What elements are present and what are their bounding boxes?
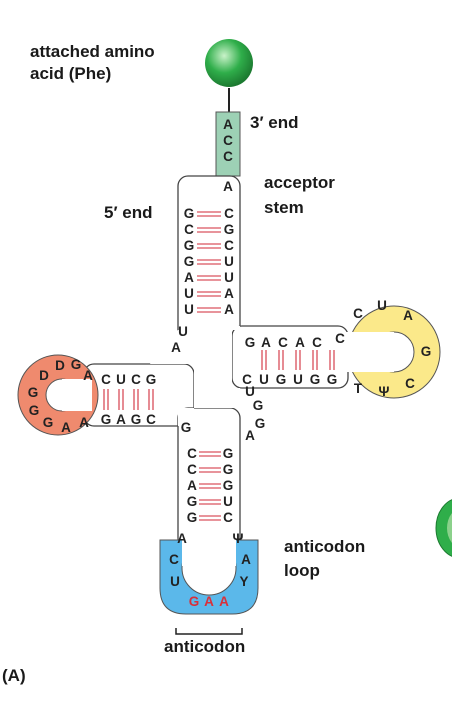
anticodon-loop	[159, 528, 259, 615]
nt-d-stem-3: C	[146, 412, 156, 427]
nt-acceptor-3: A	[224, 302, 234, 317]
label-amino-acid: attached amino	[30, 42, 155, 61]
nt-acceptor-3: C	[224, 206, 234, 221]
nt-acceptor-3: A	[224, 286, 234, 301]
nt-d-stem-5: C	[131, 372, 141, 387]
nt-t-stem-5: G	[276, 372, 287, 387]
nt-acceptor-tail: A	[223, 117, 233, 132]
nt-ac-loop: Y	[239, 574, 248, 589]
nt-t-stem-3: A	[295, 335, 305, 350]
panel-label: (A)	[2, 666, 26, 685]
nt-d-stem-3: G	[131, 412, 142, 427]
nt-acceptor-3: U	[224, 254, 234, 269]
label-anticodon-loop: anticodon	[284, 537, 365, 556]
nt-var-loop: G	[253, 398, 264, 413]
nt-linker: A	[171, 340, 181, 355]
nt-linker: U	[178, 324, 188, 339]
nt-ac-stem-5: G	[187, 510, 198, 525]
nt-d-loop: G	[29, 403, 40, 418]
nt-d-loop: A	[79, 415, 89, 430]
nt-ac-stem-5: C	[187, 462, 197, 477]
label-acceptor-stem: acceptor	[264, 173, 335, 192]
label-three-end: 3′ end	[250, 113, 298, 132]
label-acceptor-stem: stem	[264, 198, 304, 217]
nt-t-stem-3: A	[261, 335, 271, 350]
nt-ac-stem-5: G	[187, 494, 198, 509]
nt-anticodon: A	[219, 594, 229, 609]
nt-t-loop: U	[377, 298, 387, 313]
nt-var-loop: A	[245, 428, 255, 443]
nt-ac-stem-3: G	[223, 478, 234, 493]
nt-d-loop: G	[43, 415, 54, 430]
d-loop	[17, 354, 99, 436]
nt-t-stem-3: C	[312, 335, 322, 350]
nt-t-stem-5: C	[242, 372, 252, 387]
base-pair-rungs	[103, 211, 335, 521]
nt-acceptor-5: G	[184, 206, 195, 221]
nt-ac-loop: U	[170, 574, 180, 589]
nt-d-stem-3: A	[116, 412, 126, 427]
nt-linker-d: G	[181, 420, 192, 435]
nt-anticodon: A	[204, 594, 214, 609]
nt-ac-stem-5: C	[187, 446, 197, 461]
nt-ac-stem-3: C	[223, 510, 233, 525]
nt-d-loop: D	[55, 358, 65, 373]
adjacent-figure-fragment	[435, 499, 452, 557]
label-anticodon-loop: loop	[284, 561, 320, 580]
label-anticodon: anticodon	[164, 637, 245, 656]
nt-ac-stem-3: G	[223, 462, 234, 477]
nt-acceptor-3: U	[224, 270, 234, 285]
label-five-end: 5′ end	[104, 203, 152, 222]
nt-d-loop: D	[39, 368, 49, 383]
nt-var-loop: G	[255, 416, 266, 431]
nt-t-loop: C	[405, 376, 415, 391]
nt-anticodon: G	[189, 594, 200, 609]
nt-d-loop: G	[71, 357, 82, 372]
nt-t-loop: Ψ	[379, 384, 390, 399]
nt-ac-stem-3: G	[223, 446, 234, 461]
nt-acceptor-tail: C	[223, 149, 233, 164]
amino-acid-ball	[205, 39, 253, 87]
nt-acceptor-3: C	[224, 238, 234, 253]
nt-t-loop: T	[354, 381, 363, 396]
nt-t-loop: A	[403, 308, 413, 323]
nt-ac-loop: A	[177, 531, 187, 546]
nt-t-stem-5: G	[310, 372, 321, 387]
nt-acceptor-5: A	[184, 270, 194, 285]
nt-d-loop: G	[28, 385, 39, 400]
nt-acceptor-5: C	[184, 222, 194, 237]
nt-t-loop: G	[421, 344, 432, 359]
nt-d-stem-5: C	[101, 372, 111, 387]
nt-t-loop: C	[335, 331, 345, 346]
backbone-outline	[83, 175, 349, 549]
nt-d-stem-3: G	[101, 412, 112, 427]
nt-ac-stem-5: A	[187, 478, 197, 493]
label-amino-acid: acid (Phe)	[30, 64, 111, 83]
nt-d-loop: A	[61, 420, 71, 435]
nt-d-loop: A	[83, 368, 93, 383]
nt-acceptor-5: U	[184, 302, 194, 317]
nt-t-stem-3: C	[278, 335, 288, 350]
nt-t-stem-5: U	[293, 372, 303, 387]
nt-acceptor-tail: C	[223, 133, 233, 148]
nt-acceptor-5: U	[184, 286, 194, 301]
nt-t-stem-3: G	[245, 335, 256, 350]
nt-acceptor-3: G	[224, 222, 235, 237]
nt-t-stem-5: U	[259, 372, 269, 387]
t-loop	[340, 305, 441, 399]
anticodon-bracket	[175, 628, 243, 635]
nt-ac-loop: A	[241, 552, 251, 567]
nt-ac-loop: C	[169, 552, 179, 567]
nt-var-loop: U	[245, 384, 255, 399]
nt-t-stem-5: G	[327, 372, 338, 387]
nt-d-stem-5: G	[146, 372, 157, 387]
nt-ac-stem-3: U	[223, 494, 233, 509]
nt-acceptor-5: G	[184, 238, 195, 253]
nt-t-loop: C	[353, 306, 363, 321]
nt-acceptor-5: G	[184, 254, 195, 269]
nt-acceptor-tail: A	[223, 179, 233, 194]
nt-d-stem-5: U	[116, 372, 126, 387]
nt-ac-loop: Ψ	[233, 531, 244, 546]
